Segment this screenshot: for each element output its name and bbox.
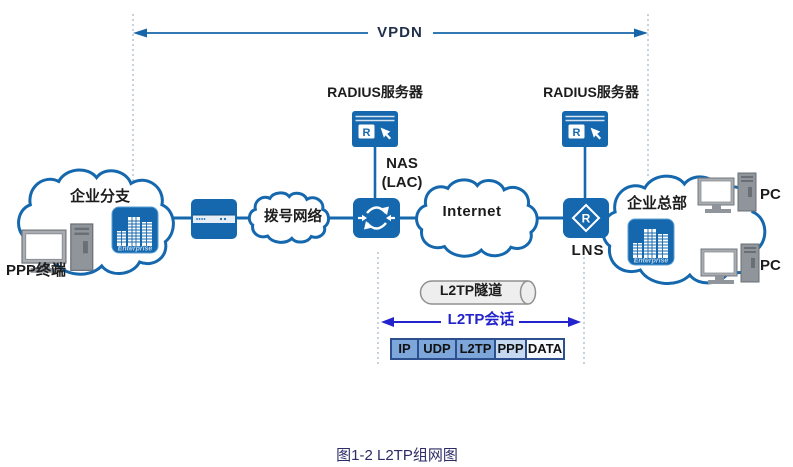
enterprise-hq-icon: [627, 218, 675, 266]
nas-lac-label: NAS (LAC): [382, 155, 423, 193]
packet-field-l2tp: L2TP: [455, 338, 496, 360]
lns-router-icon: [562, 197, 610, 239]
l2tp-tunnel-label: L2TP隧道: [439, 282, 503, 298]
radius-server-left-label: RADIUS服务器: [327, 84, 423, 100]
l2tp-session-arrow: [381, 317, 581, 327]
l2tp-session-label: L2TP会话: [447, 311, 515, 328]
vpdn-label: VPDN: [377, 24, 423, 41]
packet-encapsulation-row: IP UDP L2TP PPP DATA: [390, 338, 565, 360]
l2tp-tunnel-cylinder: [419, 280, 537, 305]
pc-top-label: PC: [760, 186, 781, 203]
modem-icon: [190, 198, 238, 240]
ppp-terminal-label: PPP终端: [6, 262, 67, 279]
packet-field-ppp: PPP: [494, 338, 527, 360]
radius-server-right-label: RADIUS服务器: [543, 84, 639, 100]
radius-server-right-icon: [561, 110, 609, 148]
branch-cloud-label: 企业分支: [69, 188, 131, 205]
nas-router-icon: [351, 196, 402, 240]
figure-caption: 图1-2 L2TP组网图: [336, 447, 458, 464]
dotted-guides: [132, 14, 649, 366]
hq-cloud-label: 企业总部: [626, 195, 688, 212]
nas-label-line2: (LAC): [381, 173, 423, 191]
enterprise-branch-icon: [111, 206, 159, 254]
packet-field-ip: IP: [390, 338, 419, 360]
dialup-cloud-label: 拨号网络: [264, 209, 322, 225]
packet-field-udp: UDP: [417, 338, 457, 360]
pc-bottom-label: PC: [760, 257, 781, 274]
lns-label: LNS: [571, 242, 605, 259]
nas-label-line1: NAS: [386, 155, 418, 172]
internet-cloud-label: Internet: [442, 203, 502, 220]
radius-server-left-icon: [351, 110, 399, 148]
vpdn-arrow: [133, 28, 648, 38]
packet-field-data: DATA: [525, 338, 565, 360]
